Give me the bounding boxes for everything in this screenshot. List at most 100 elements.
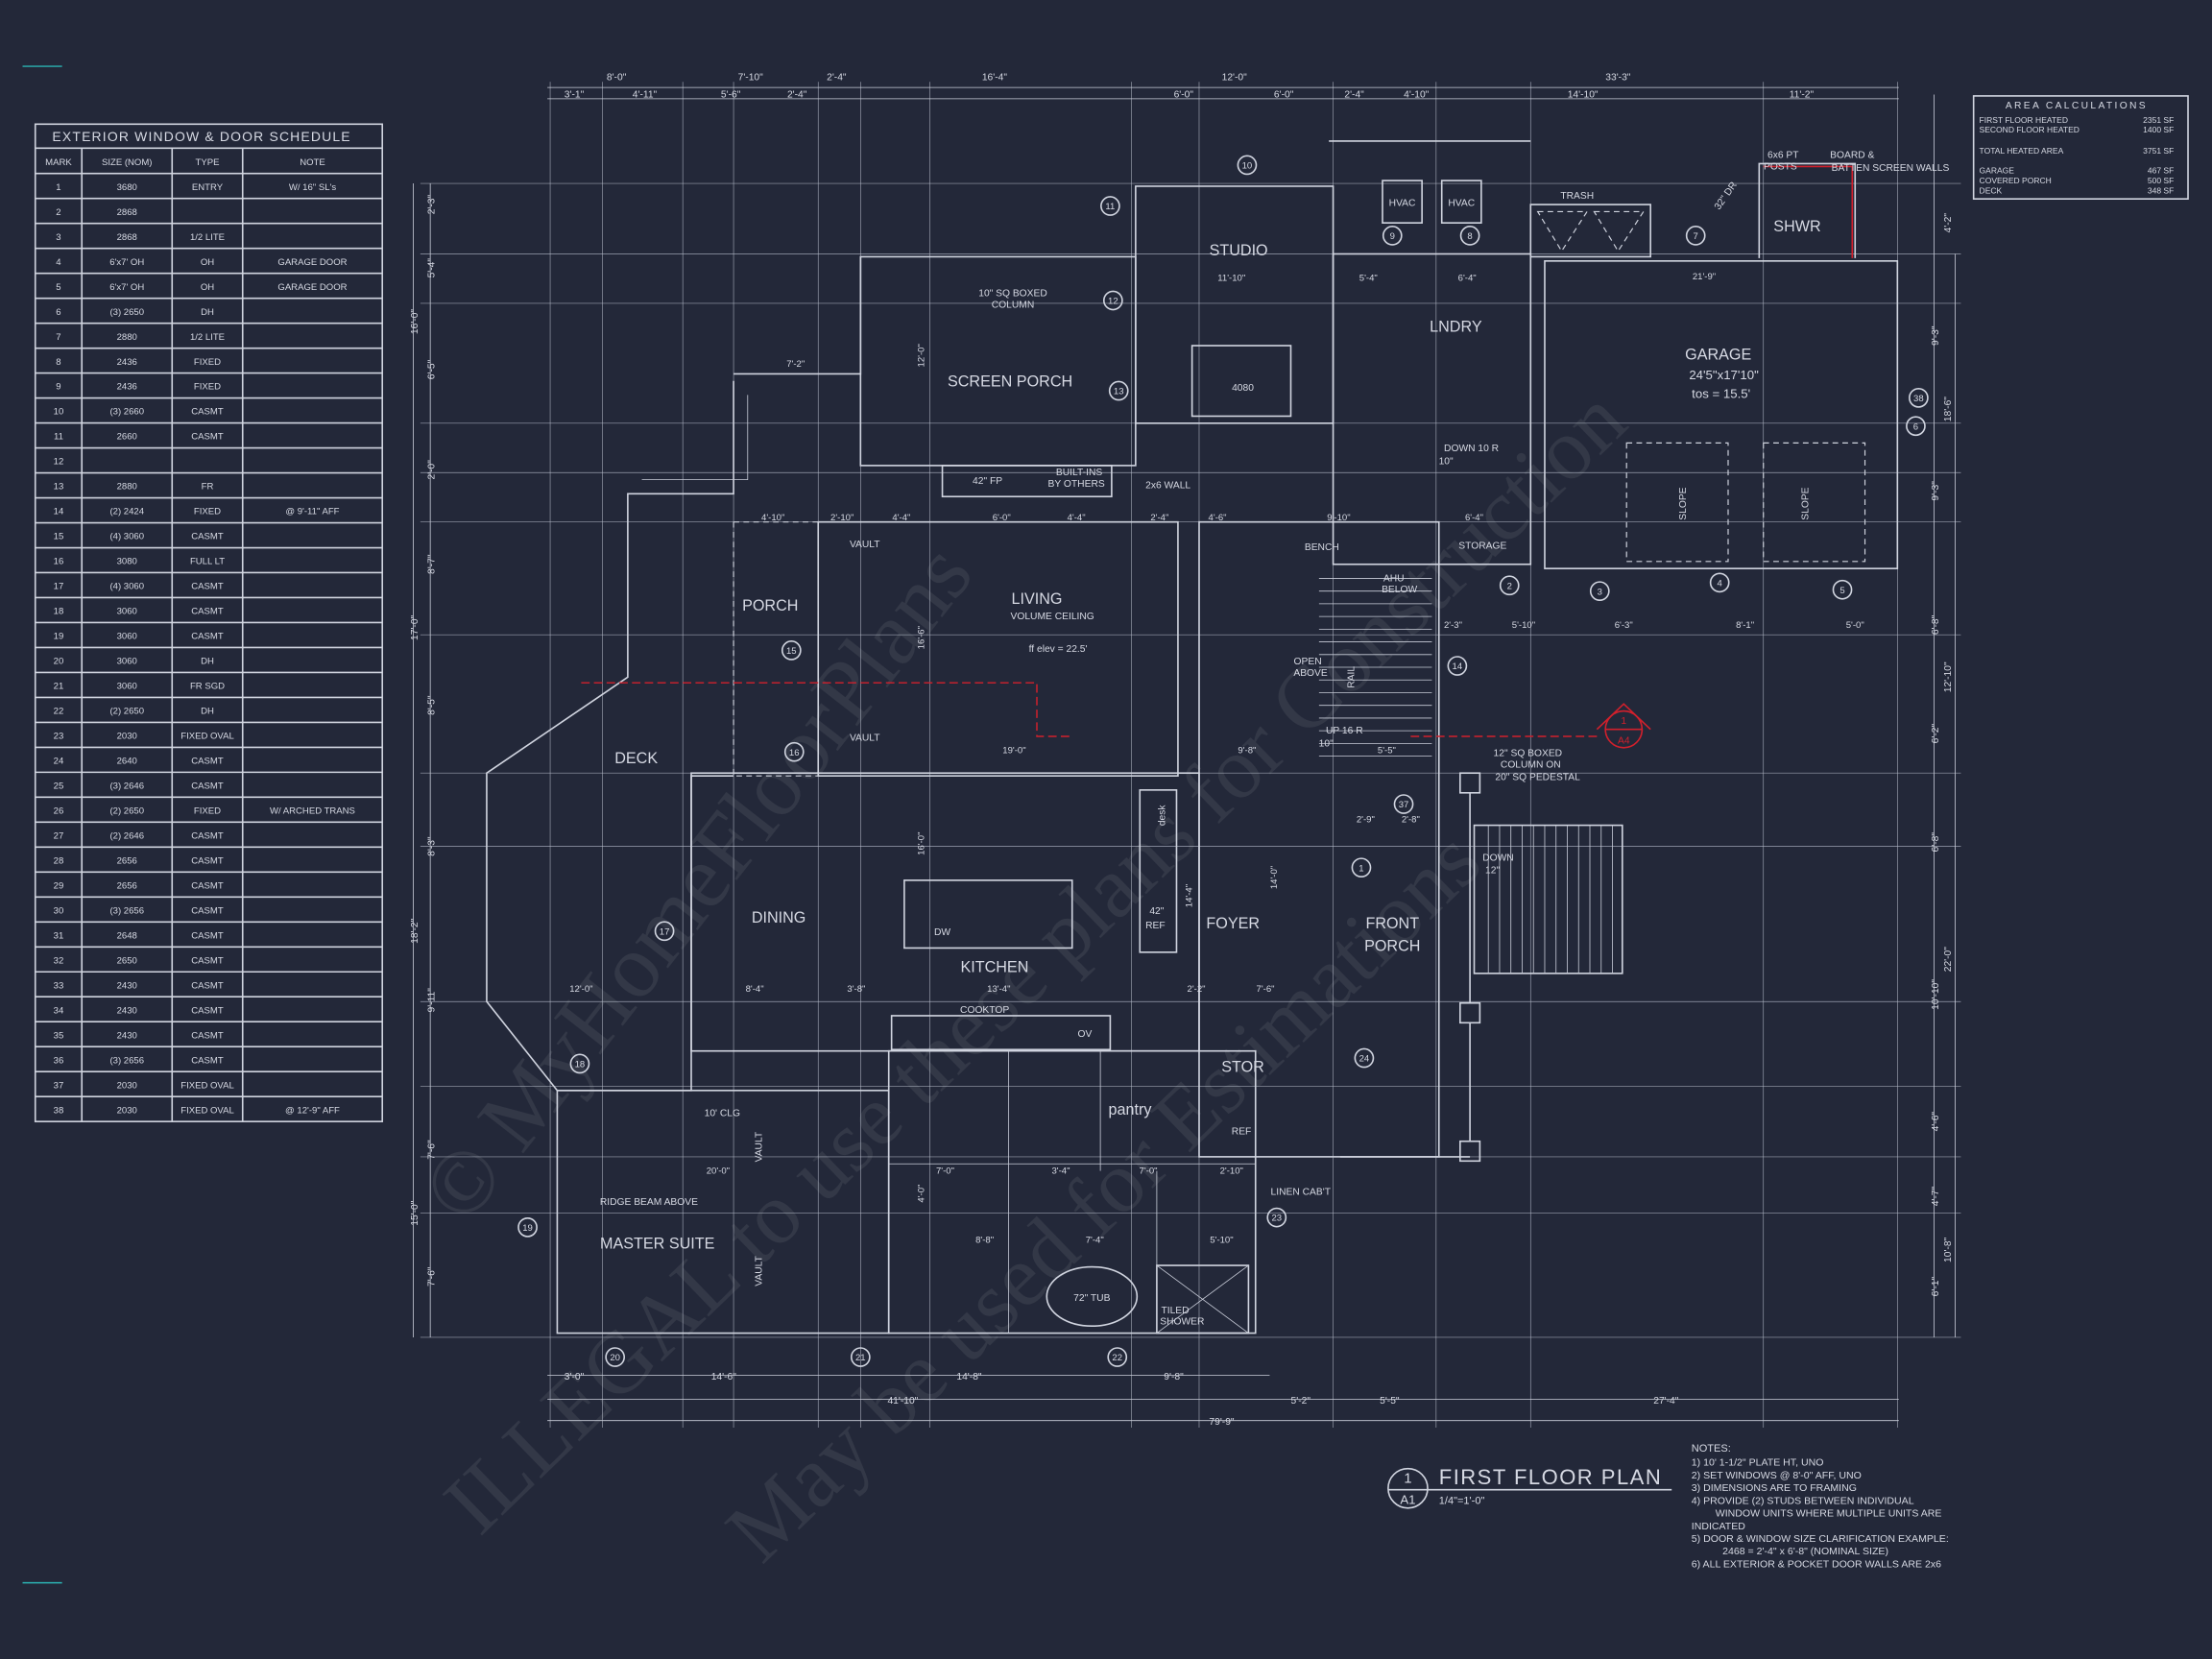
schedule-cell-size: 2436: [117, 357, 137, 368]
area-item-value: 1400 SF: [2143, 125, 2174, 134]
dimension-left: 2'-3": [427, 194, 438, 214]
room-label: MASTER SUITE: [600, 1235, 715, 1252]
schedule-cell-type: CASMT: [191, 1030, 224, 1041]
window-tag: 7: [1685, 226, 1706, 246]
schedule-cell-type: CASMT: [191, 980, 224, 991]
schedule-cell-type: FIXED OVAL: [180, 1080, 234, 1091]
room-label: DECK: [614, 750, 658, 767]
room-label: SHWR: [1773, 218, 1820, 235]
plan-annotation: DOWN 10 R: [1444, 444, 1499, 454]
window-tag: 24: [1354, 1047, 1375, 1069]
schedule-cell-type: CASMT: [191, 930, 224, 941]
window-tag: 16: [783, 741, 805, 762]
plan-annotation: TRASH: [1560, 191, 1594, 202]
schedule-cell-size: 2430: [117, 1030, 137, 1041]
room-label: FRONT: [1365, 915, 1419, 932]
area-item-label: DECK: [1980, 185, 2003, 195]
schedule-cell-type: FULL LT: [190, 557, 225, 567]
note-line: 5) DOOR & WINDOW SIZE CLARIFICATION EXAM…: [1692, 1533, 1949, 1545]
plan-annotation: OPEN: [1294, 657, 1322, 667]
interior-dimension: 4'-10": [761, 513, 784, 523]
dimension-left: 8'-7": [427, 554, 438, 574]
schedule-header-type: TYPE: [196, 157, 220, 168]
window-tag-number: 16: [789, 748, 800, 758]
area-item-label: COVERED PORCH: [1980, 176, 2052, 185]
room-label: STUDIO: [1210, 242, 1268, 259]
plan-annotation: 42" FP: [973, 476, 1002, 487]
note-line: WINDOW UNITS WHERE MULTIPLE UNITS ARE: [1716, 1508, 1942, 1520]
schedule-cell-size: 2030: [117, 732, 137, 742]
schedule-cell-size: 2648: [117, 930, 137, 941]
schedule-cell-note: @ 12'-9" AFF: [285, 1105, 340, 1116]
window-tag-bubble: [1589, 581, 1610, 602]
schedule-cell-size: 3080: [117, 557, 137, 567]
dimension-left: 9'-11": [427, 988, 438, 1013]
window-tag-bubble: [1107, 1347, 1128, 1367]
section-number: 1: [1621, 716, 1626, 727]
room-label: KITCHEN: [960, 958, 1028, 975]
schedule-cell-mark: 12: [54, 457, 64, 468]
window-tag: 4: [1709, 572, 1730, 593]
plan-annotation: BUILT-INS: [1056, 468, 1102, 478]
dimension-top-detail: 6'-0": [1274, 89, 1294, 100]
plan-annotation: DW: [934, 927, 950, 938]
plan-annotation: COLUMN ON: [1501, 759, 1561, 770]
interior-dimension: 3'-8": [847, 984, 865, 995]
window-tag: 19: [517, 1217, 538, 1238]
porch-post: [1459, 1140, 1481, 1163]
note-line: 3) DIMENSIONS ARE TO FRAMING: [1692, 1482, 1857, 1494]
schedule-cell-type: 1/2 LITE: [190, 332, 225, 343]
note-line: 4) PROVIDE (2) STUDS BETWEEN INDIVIDUAL: [1692, 1495, 1914, 1506]
note-line: 2468 = 2'-4" x 6'-8" (NOMINAL SIZE): [1722, 1546, 1888, 1557]
drawing-sheet: A1: [1400, 1492, 1415, 1506]
window-tag: 14: [1447, 656, 1468, 676]
schedule-cell-note: GARAGE DOOR: [277, 257, 347, 268]
area-item-label: TOTAL HEATED AREA: [1980, 146, 2064, 156]
schedule-cell-mark: 18: [54, 607, 64, 617]
plan-annotation: DOWN: [1482, 853, 1514, 863]
plan-annotation: 6x6 PT: [1767, 151, 1799, 161]
schedule-cell-mark: 8: [56, 357, 60, 368]
schedule-cell-type: FR: [202, 482, 214, 493]
window-tag: 11: [1100, 196, 1120, 216]
schedule-cell-mark: 3: [56, 232, 60, 243]
notes-title: NOTES:: [1692, 1443, 1731, 1455]
plan-annotation: SLOPE: [1678, 487, 1689, 519]
interior-dimension: 12'-0": [569, 984, 592, 995]
area-frame: [1972, 95, 2189, 200]
window-tag-number: 1: [1358, 863, 1363, 874]
interior-dimension: 9'-10": [1327, 513, 1350, 523]
hvac-unit: [1440, 180, 1482, 224]
schedule-cell-size: 2430: [117, 1005, 137, 1016]
window-tag: 22: [1107, 1347, 1128, 1367]
interior-dimension: 12'-0": [916, 344, 926, 367]
section-sheet: A4: [1618, 735, 1630, 746]
window-tag-bubble: [1237, 155, 1258, 176]
window-tag-number: 38: [1913, 394, 1924, 404]
schedule-header-size: SIZE (NOM): [102, 157, 153, 168]
plan-annotation: POSTS: [1764, 161, 1797, 172]
area-item-value: 2351 SF: [2143, 115, 2174, 125]
window-tag-bubble: [781, 640, 802, 661]
room-label: STOR: [1221, 1059, 1264, 1076]
interior-dimensions: 11'-10"12'-0"16'-6"16'-0"19'-0"13'-4"8'-…: [569, 272, 1864, 1246]
dimension-left: 17'-0": [410, 614, 421, 640]
schedule-cell-size: 2868: [117, 207, 137, 218]
plan-annotation: BOARD &: [1830, 151, 1874, 161]
area-item-label: SECOND FLOOR HEATED: [1980, 125, 2080, 134]
dimension-right: 12'-10": [1943, 661, 1954, 692]
